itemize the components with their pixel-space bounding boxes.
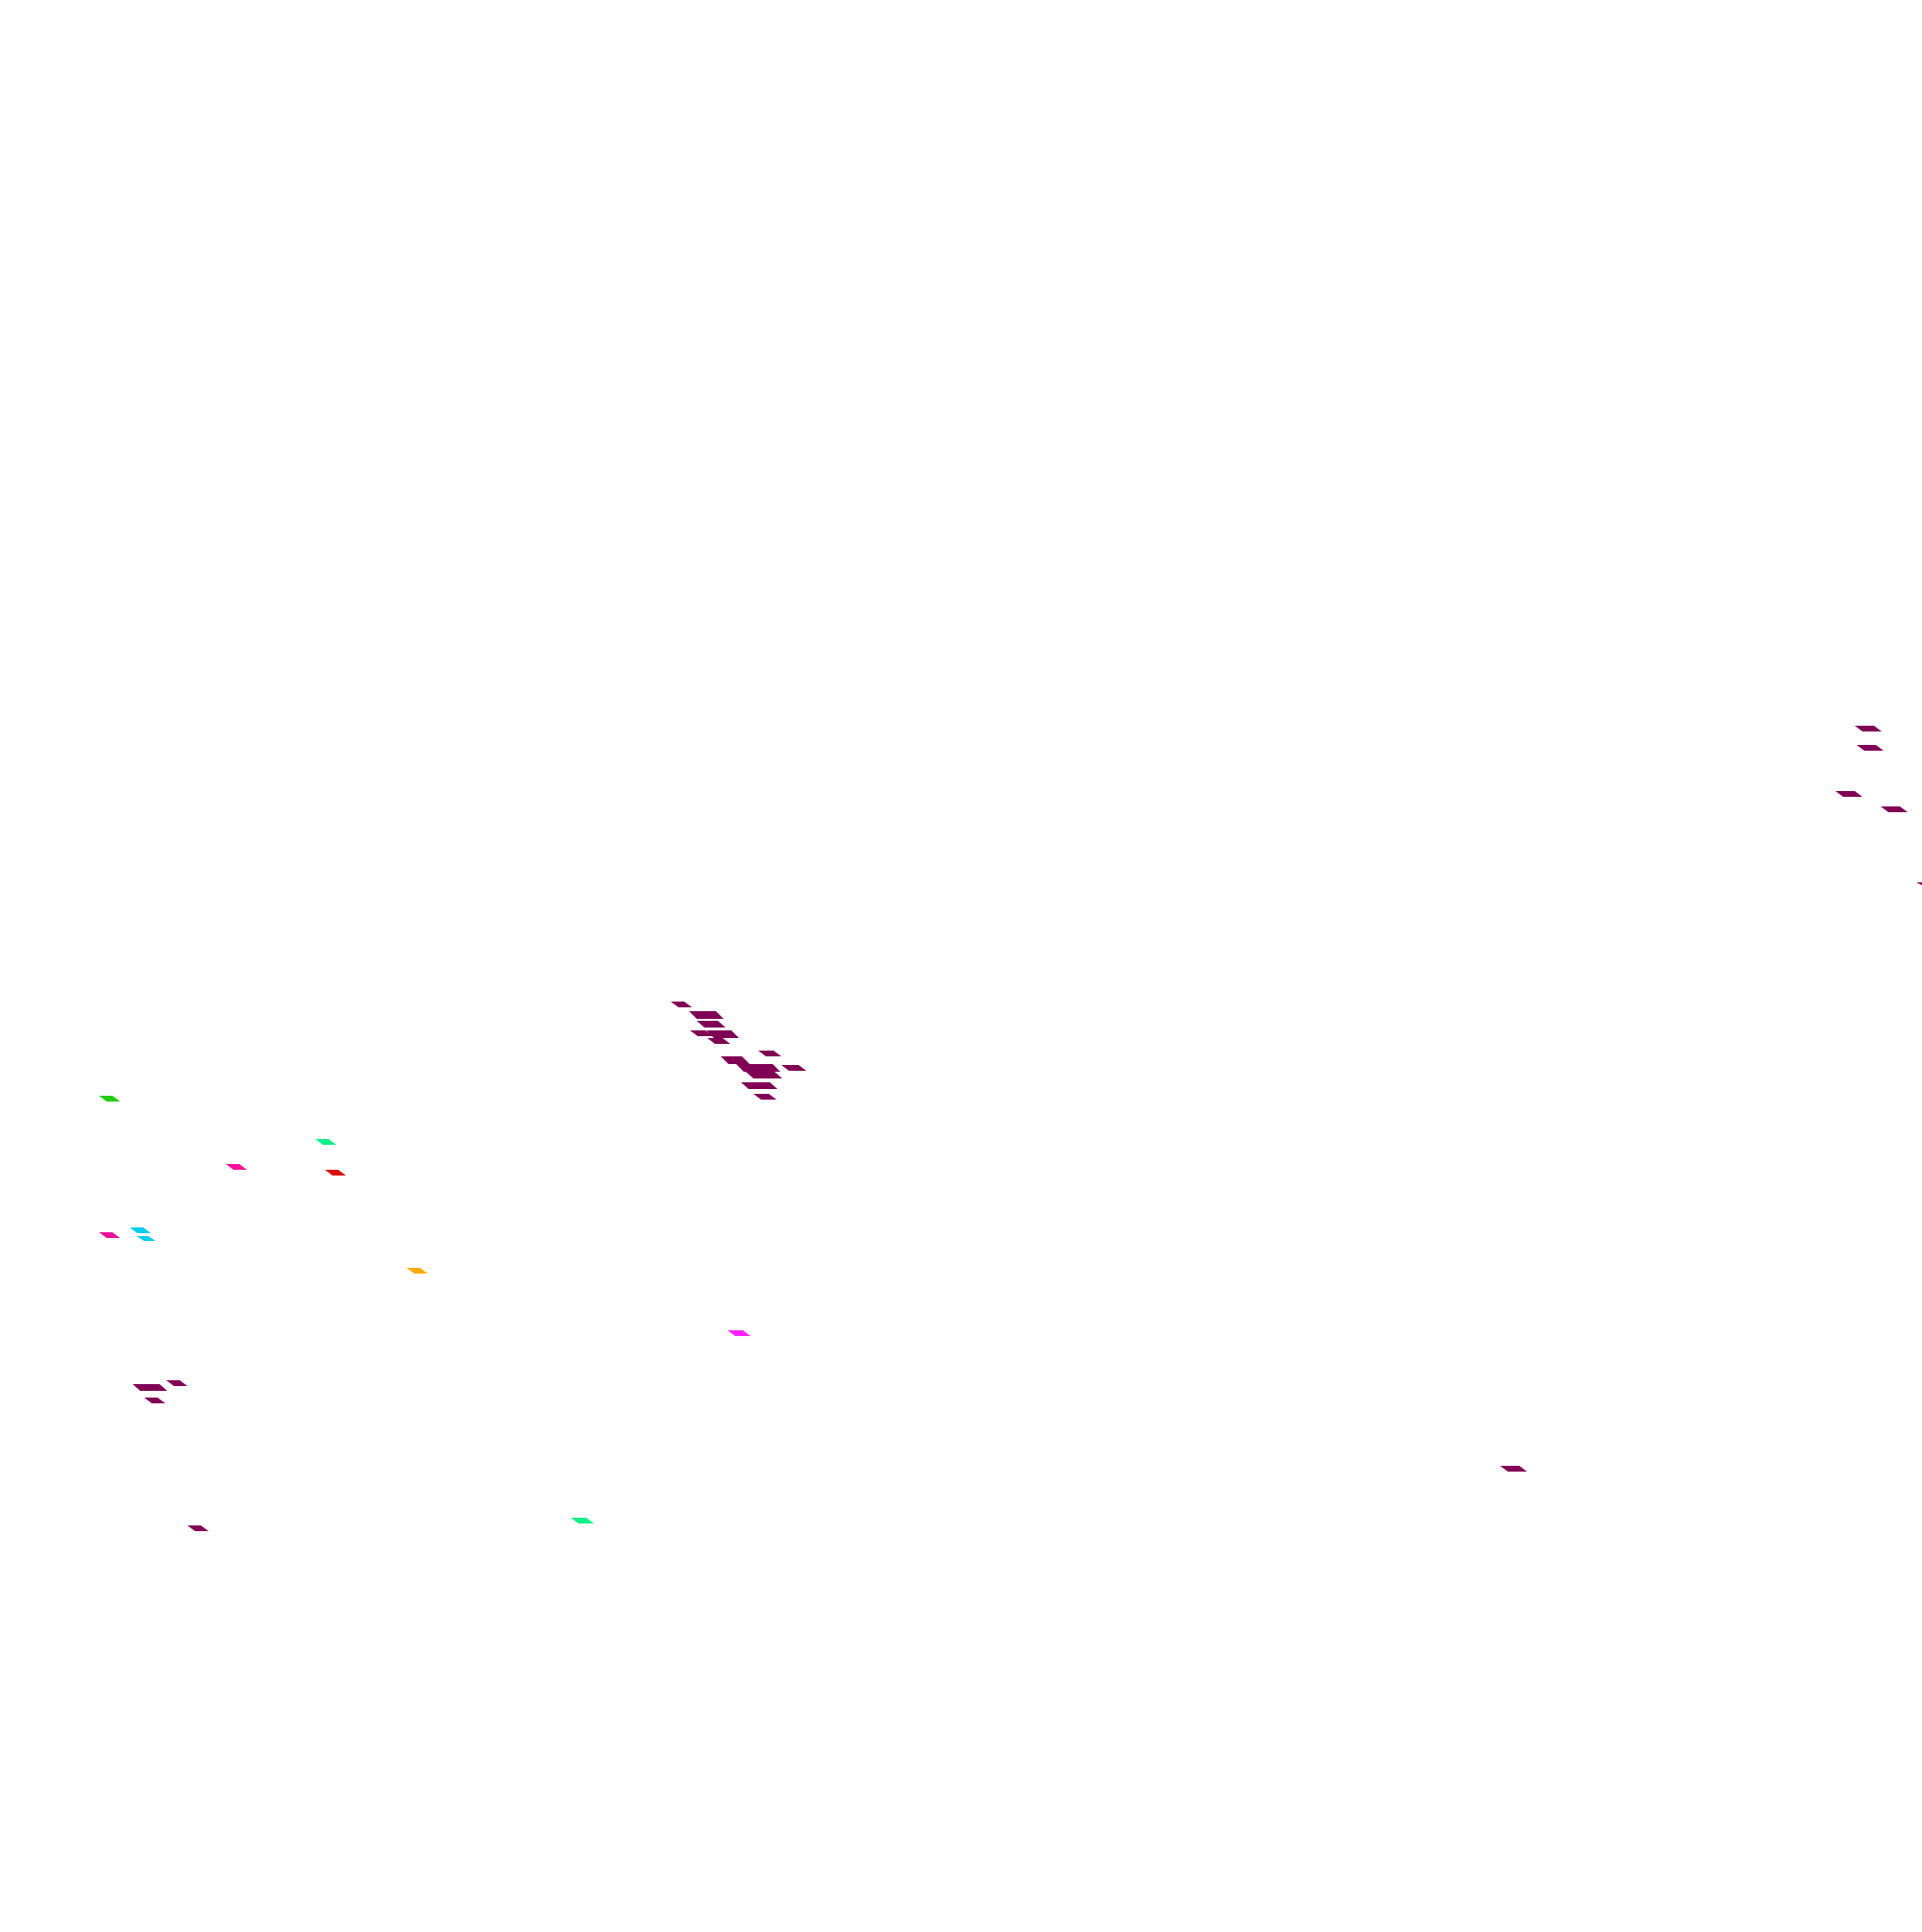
map-tile [1857, 745, 1884, 751]
map-tile [736, 1064, 780, 1072]
map-tile [136, 1236, 156, 1241]
map-tile [226, 1164, 247, 1170]
map-tile [407, 1268, 428, 1274]
map-tile [133, 1384, 167, 1391]
map-tile [144, 1398, 165, 1403]
map-tile [130, 1227, 151, 1233]
map-tile [166, 1380, 187, 1386]
map-tile [690, 1030, 713, 1036]
map-tile [1916, 882, 1922, 885]
map-tile [727, 1330, 751, 1336]
map-tile [721, 1056, 750, 1064]
map-tile [781, 1065, 806, 1071]
map-tile [741, 1082, 777, 1089]
map-tile [1881, 806, 1908, 812]
map-tile [1836, 791, 1862, 797]
map-tile [1500, 1466, 1527, 1472]
map-tile [187, 1525, 209, 1531]
map-tile [706, 1030, 739, 1038]
map-tile [697, 1021, 726, 1028]
tile-layer [99, 726, 1922, 1531]
map-tile [325, 1170, 346, 1176]
map-tile [689, 1011, 724, 1019]
map-tile [99, 1096, 120, 1102]
map-tile [707, 1038, 730, 1044]
map-tile [758, 1051, 781, 1056]
map-tile [753, 1094, 776, 1100]
map-tile [746, 1072, 782, 1078]
map-tile [315, 1139, 336, 1145]
map-tile [671, 1002, 692, 1007]
map-tile [1855, 726, 1882, 731]
map-tile [571, 1518, 594, 1523]
map-tile [99, 1232, 120, 1238]
